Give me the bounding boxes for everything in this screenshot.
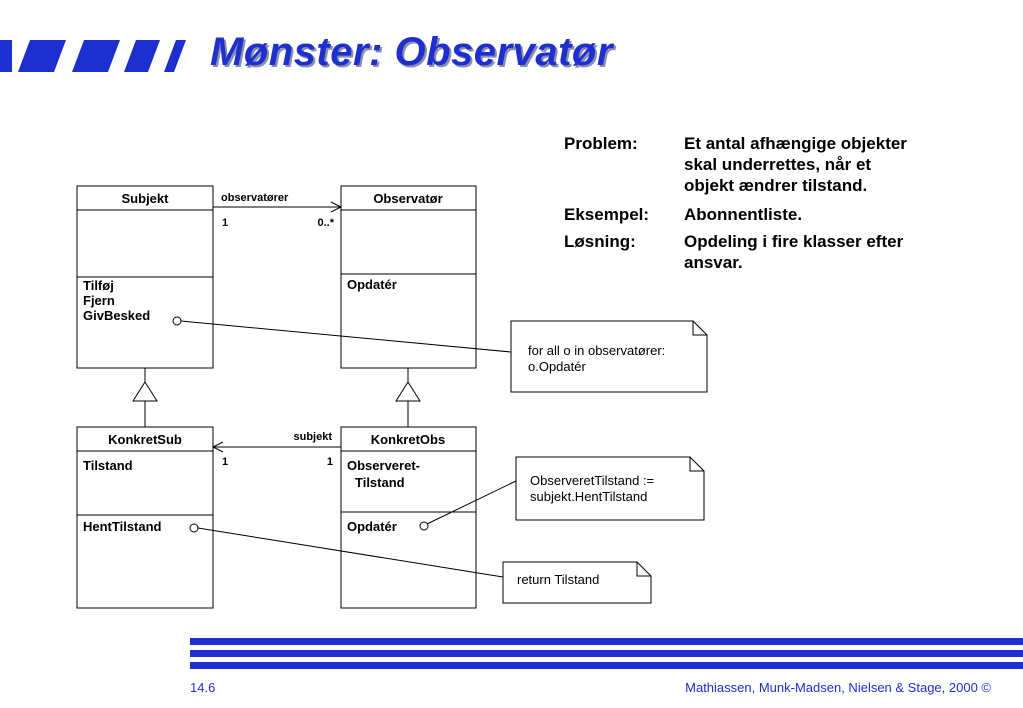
note-hent <box>502 561 652 604</box>
slide-title: Mønster: Observatør <box>210 30 613 74</box>
problem-label: Problem: <box>564 134 638 153</box>
example-text: Abonnentliste. <box>684 205 803 224</box>
example-label: Eksempel: <box>564 205 650 224</box>
uml-diagram <box>76 185 708 609</box>
op-opdater-abstract: Opdatér <box>347 277 397 292</box>
op-opdater-concrete: Opdatér <box>347 519 397 534</box>
assoc-top-target-mult: 0..* <box>317 217 334 229</box>
problem-text-line1: Et antal afhængige objekter <box>684 134 907 153</box>
attr-observeret-line2: Tilstand <box>355 475 405 490</box>
op-fjern: Fjern <box>83 293 115 308</box>
assoc-top-source-mult: 1 <box>222 217 228 229</box>
generalization-observator <box>395 368 421 427</box>
credits: Mathiassen, Munk-Madsen, Nielsen & Stage… <box>685 680 991 695</box>
assoc-top-label: observatører <box>221 192 289 204</box>
class-konkretobs-name: KonkretObs <box>371 432 445 447</box>
association-subjekt <box>211 441 341 453</box>
association-observatorer <box>213 201 343 213</box>
class-observator <box>340 185 477 369</box>
op-givbesked: GivBesked <box>83 308 150 323</box>
class-subjekt <box>76 185 214 369</box>
class-subjekt-name: Subjekt <box>122 191 170 206</box>
note-anchor-givbesked <box>172 316 182 326</box>
note-connector-hent <box>197 527 504 578</box>
class-konkretsub <box>76 426 214 609</box>
problem-text-line2: skal underrettes, når et <box>684 155 872 174</box>
assoc-bottom-label: subjekt <box>293 431 332 443</box>
attr-tilstand: Tilstand <box>83 458 133 473</box>
class-konkretobs <box>340 426 477 609</box>
note-opdater-line1: ObserveretTilstand := <box>530 473 654 488</box>
note-givbesked-line1: for all o in observatører: <box>528 343 665 358</box>
note-anchor-hent <box>189 523 199 533</box>
class-konkretsub-name: KonkretSub <box>108 432 182 447</box>
note-opdater-line2: subjekt.HentTilstand <box>530 489 647 504</box>
note-anchor-opdater <box>419 521 429 531</box>
note-connector-opdater <box>426 480 517 525</box>
solution-text-line2: ansvar. <box>684 253 743 272</box>
note-givbesked <box>510 320 708 393</box>
page-number: 14.6 <box>190 680 216 695</box>
solution-label: Løsning: <box>564 232 636 251</box>
solution-text-line1: Opdeling i fire klasser efter <box>684 232 904 251</box>
assoc-bottom-target-mult: 1 <box>327 456 333 468</box>
footer-stripes <box>190 638 1023 669</box>
op-tilfoj: Tilføj <box>83 278 114 293</box>
problem-text-line3: objekt ændrer tilstand. <box>684 176 868 195</box>
attr-observeret-line1: Observeret- <box>347 458 420 473</box>
header-stripes <box>0 40 186 72</box>
generalization-subjekt <box>132 368 158 427</box>
note-connector-givbesked <box>180 320 512 353</box>
class-observator-name: Observatør <box>373 191 442 206</box>
note-givbesked-line2: o.Opdatér <box>528 359 586 374</box>
assoc-bottom-source-mult: 1 <box>222 456 228 468</box>
note-opdater <box>515 456 705 521</box>
note-hent-line1: return Tilstand <box>517 572 599 587</box>
op-henttilstand: HentTilstand <box>83 519 162 534</box>
